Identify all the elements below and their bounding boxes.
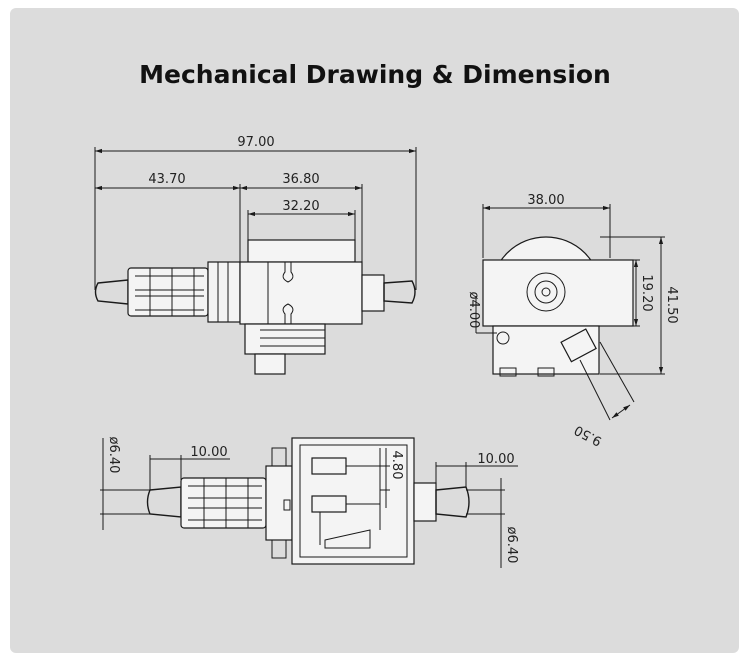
dim-outlet-length: 10.00 <box>477 452 514 467</box>
dim-total-height: 41.50 <box>664 286 679 323</box>
top-view: ø6.40 10.00 4. <box>100 437 519 568</box>
side-view: 97.00 43.70 36.80 32.20 <box>94 135 417 375</box>
dim-terminal-gap: 4.80 <box>389 451 404 480</box>
dim-left-section: 43.70 <box>148 172 185 187</box>
dim-inlet-length: 10.00 <box>190 445 227 460</box>
dim-coil-height: 19.20 <box>639 274 654 311</box>
dim-angle: 9.50 <box>572 422 605 449</box>
dim-body-length: 36.80 <box>282 172 319 187</box>
dim-mount-dia: ø4.00 <box>466 292 481 329</box>
dim-width: 38.00 <box>527 193 564 208</box>
end-view: 38.00 19.20 41.50 ø4.00 9.5 <box>466 193 679 449</box>
dim-inlet-dia: ø6.40 <box>106 437 121 474</box>
dim-overall-length: 97.00 <box>237 135 274 150</box>
dim-coil-length: 32.20 <box>282 199 319 214</box>
page-title: Mechanical Drawing & Dimension <box>139 60 611 89</box>
dim-outlet-dia: ø6.40 <box>504 527 519 564</box>
